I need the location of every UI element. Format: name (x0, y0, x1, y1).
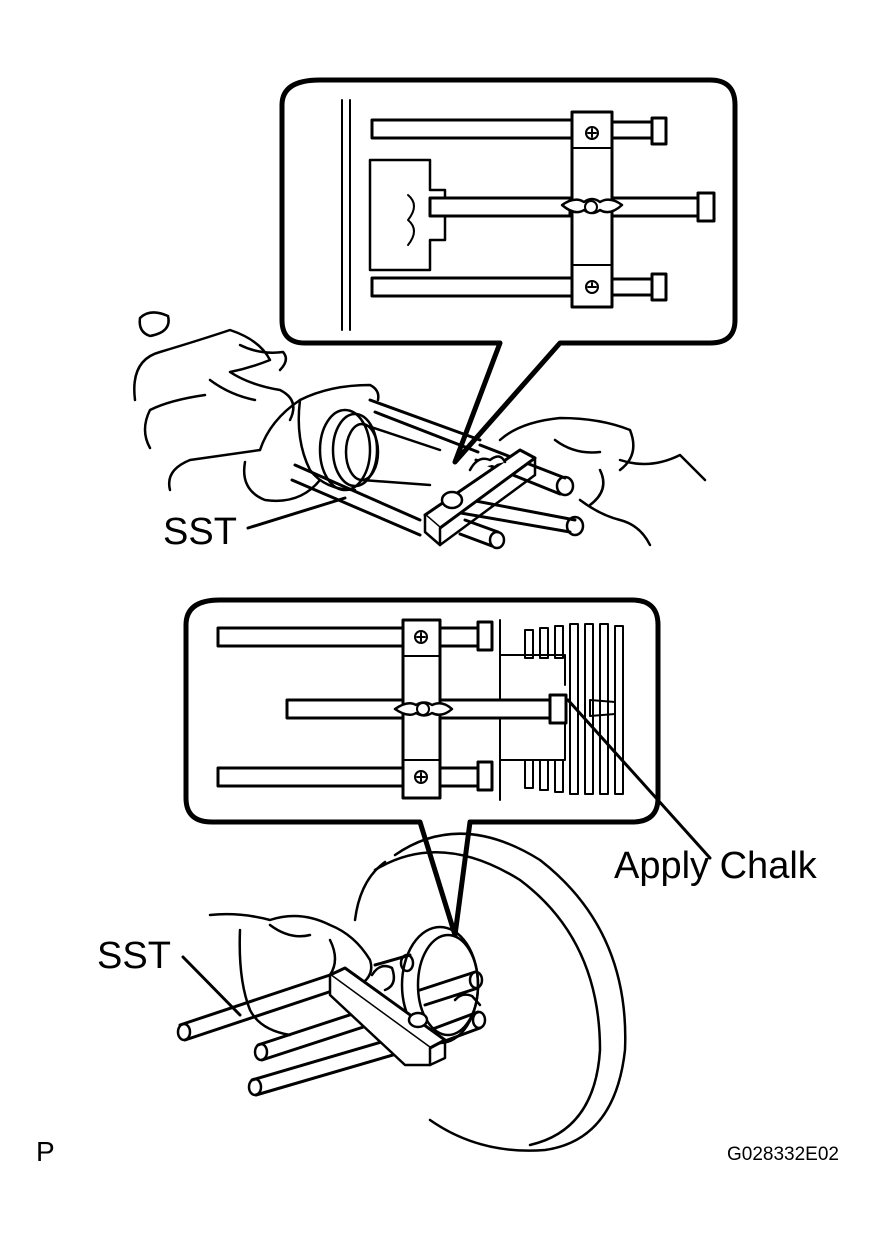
drum-fins (499, 619, 624, 801)
sst-label-bottom: SST (97, 935, 171, 977)
screw-head-icon (414, 630, 428, 784)
leader-lines (181, 496, 712, 1017)
figure-code: G028332E02 (727, 1144, 839, 1165)
sst-label-top: SST (163, 511, 237, 553)
screw-head-icon (585, 126, 599, 294)
callout-bottom (183, 597, 661, 938)
apply-chalk-label: Apply Chalk (614, 845, 817, 887)
callout-top (279, 77, 738, 465)
drive-shaft-scene (133, 311, 707, 550)
top-callout-rods (370, 116, 716, 302)
corner-mark: P (36, 1136, 55, 1167)
brake-drum-scene (176, 832, 627, 1152)
